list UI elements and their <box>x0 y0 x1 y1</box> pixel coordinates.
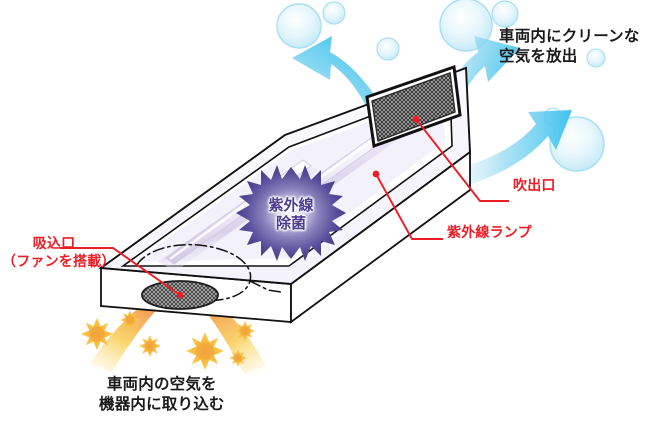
bubble-icon <box>276 3 322 49</box>
callout-leader-lines <box>60 115 509 299</box>
uv-sterilization-badge-text: 紫外線除菌 <box>253 196 329 233</box>
leader-line-uv-lamp <box>375 173 443 240</box>
virus-particles <box>80 310 256 370</box>
bubble-icon <box>586 48 606 68</box>
intake-port-line1: 吸込口 <box>32 236 76 252</box>
intake-air-description-label: 車両内の空気を機器内に取り込む <box>99 375 225 415</box>
leader-line-intake <box>60 247 181 296</box>
fan-housing-hidden-outline <box>249 280 282 293</box>
clean-air-release-label: 車両内にクリーンな空気を放出 <box>499 27 640 67</box>
fan-housing-hidden-outline <box>136 243 252 302</box>
air-outlet-grille <box>365 64 462 149</box>
intake-air-line1: 車両内の空気を <box>106 375 217 393</box>
virus-icon <box>229 349 247 367</box>
intake-port-label: 吸込口（ファンを搭載） <box>2 236 115 272</box>
bubble-icon <box>376 37 400 61</box>
virus-icon <box>186 332 224 370</box>
outlet-grille-mesh <box>371 72 456 142</box>
uv-lamp-label: 紫外線ランプ <box>447 225 532 241</box>
leader-dot-intake <box>176 291 184 299</box>
clean-air-arrow-right <box>452 110 572 188</box>
virus-icon <box>80 317 114 351</box>
bubble-icon <box>322 1 346 25</box>
badge-line1: 紫外線 <box>268 196 314 214</box>
leader-dot-outlet <box>412 115 420 123</box>
air-outlet-label: 吹出口 <box>513 178 556 194</box>
bubble-icon <box>491 0 519 28</box>
clean-air-release-line1: 車両内にクリーンな <box>499 27 640 45</box>
intake-air-line2: 機器内に取り込む <box>99 394 225 413</box>
intake-port-line2: （ファンを搭載） <box>2 253 116 270</box>
virus-icon <box>139 335 161 357</box>
clean-air-arrow-left <box>292 36 404 160</box>
leader-line-outlet <box>415 118 509 202</box>
uv-sterilization-burst <box>236 165 346 261</box>
badge-line2: 除菌 <box>275 214 306 233</box>
virus-icon <box>120 310 140 330</box>
burst-shape-icon <box>236 165 346 261</box>
virus-icon <box>234 320 256 342</box>
clean-air-release-line2: 空気を放出 <box>499 46 578 65</box>
leader-dot-uv-lamp <box>372 170 380 178</box>
